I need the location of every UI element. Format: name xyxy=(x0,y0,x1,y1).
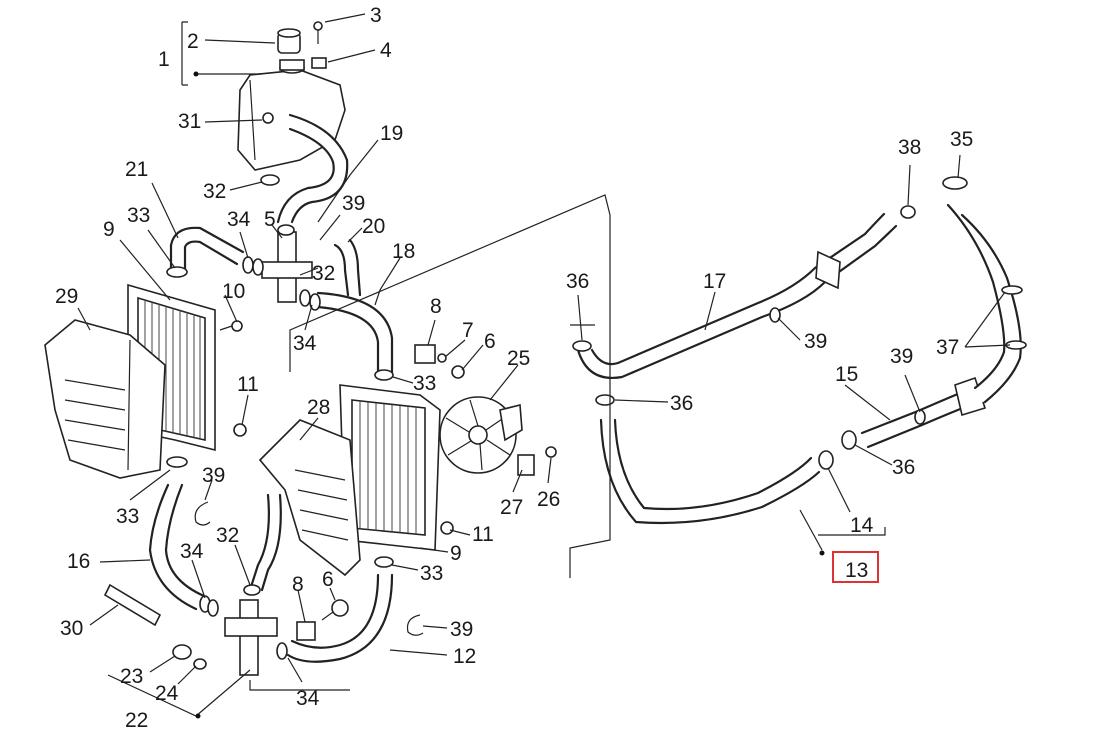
label-31: 31 xyxy=(178,110,201,133)
label-13: 13 xyxy=(845,559,868,582)
label-26: 26 xyxy=(537,488,560,511)
cooling-fan xyxy=(439,396,523,474)
label-25: 25 xyxy=(507,347,530,370)
seal-24 xyxy=(193,658,207,670)
plug-23 xyxy=(172,644,192,660)
label-24: 24 xyxy=(155,682,179,705)
label-32-a: 32 xyxy=(203,180,226,203)
label-8-lower: 8 xyxy=(292,573,304,596)
hose-18 xyxy=(310,291,394,380)
hose-32-small xyxy=(248,493,282,592)
label-19: 19 xyxy=(380,122,403,145)
label-37: 37 xyxy=(936,336,959,359)
label-30: 30 xyxy=(60,617,83,640)
label-32-c: 32 xyxy=(216,524,239,547)
upper-t-joint xyxy=(261,231,313,303)
label-11-left: 11 xyxy=(237,373,259,396)
label-20: 20 xyxy=(362,215,385,238)
label-23: 23 xyxy=(120,665,143,688)
label-39-e: 39 xyxy=(450,618,473,641)
right-radiator-shroud xyxy=(258,419,361,577)
leader-lines xyxy=(77,13,1011,719)
part-labels: 1 2 3 4 5 6 6 7 8 8 9 9 10 11 11 12 13 1… xyxy=(55,4,973,732)
washer-7 xyxy=(437,353,447,363)
label-12: 12 xyxy=(453,645,476,668)
highlight-box-13 xyxy=(832,551,879,583)
label-34-b: 34 xyxy=(293,332,317,355)
label-39-c: 39 xyxy=(890,345,913,368)
label-33-c: 33 xyxy=(116,505,139,528)
label-6-upper: 6 xyxy=(484,330,496,353)
label-32-b: 32 xyxy=(312,262,335,285)
hose-17 xyxy=(576,212,898,379)
screw-26 xyxy=(545,446,557,458)
label-2: 2 xyxy=(187,30,199,53)
label-9-right: 9 xyxy=(450,542,462,565)
hose-16 xyxy=(148,477,208,611)
tank-screw xyxy=(313,21,323,44)
screw-10 xyxy=(219,320,243,332)
label-14: 14 xyxy=(850,514,874,537)
label-5: 5 xyxy=(264,208,276,231)
label-39-a: 39 xyxy=(342,192,365,215)
hose-14 xyxy=(599,412,823,525)
label-33-d: 33 xyxy=(420,562,443,585)
label-15: 15 xyxy=(835,363,858,386)
label-8-upper: 8 xyxy=(430,295,442,318)
group-outline xyxy=(249,194,611,691)
label-34-c: 34 xyxy=(180,540,204,563)
label-36-c: 36 xyxy=(892,456,915,479)
bolt-6-lower xyxy=(321,599,349,621)
label-17: 17 xyxy=(703,270,726,293)
label-28: 28 xyxy=(307,396,330,419)
label-16: 16 xyxy=(67,550,90,573)
label-35: 35 xyxy=(950,128,973,151)
label-6-lower: 6 xyxy=(322,568,334,591)
clip-39-left xyxy=(194,501,211,526)
label-33-a: 33 xyxy=(127,204,150,227)
label-11-right: 11 xyxy=(472,523,494,546)
bolt-6-upper xyxy=(451,365,465,379)
label-9-left: 9 xyxy=(103,218,115,241)
label-7: 7 xyxy=(462,319,474,342)
clip-39-lower xyxy=(406,614,424,636)
label-27: 27 xyxy=(500,496,523,519)
right-radiator xyxy=(339,384,441,551)
clamps xyxy=(166,112,394,660)
bracket-8-lower xyxy=(296,621,316,641)
tank-cap xyxy=(277,28,301,54)
hose-21 xyxy=(169,226,248,280)
label-36-b: 36 xyxy=(670,392,693,415)
washer-11-left xyxy=(233,423,247,437)
label-10: 10 xyxy=(222,280,245,303)
lower-t-joint xyxy=(224,599,278,676)
label-4: 4 xyxy=(380,39,392,62)
label-29: 29 xyxy=(55,285,78,308)
label-18: 18 xyxy=(392,240,415,263)
foam-strip-30 xyxy=(103,583,162,627)
label-21: 21 xyxy=(125,158,148,181)
label-33-b: 33 xyxy=(413,372,436,395)
bracket-27 xyxy=(517,454,535,476)
label-3: 3 xyxy=(370,4,382,27)
label-36-a: 36 xyxy=(566,270,589,293)
label-38: 38 xyxy=(898,136,921,159)
label-34-d: 34 xyxy=(296,687,320,710)
label-39-d: 39 xyxy=(202,464,225,487)
hose-20 xyxy=(333,238,362,297)
label-22: 22 xyxy=(125,709,148,732)
washer-11-right xyxy=(440,521,454,535)
clamps-right xyxy=(572,176,1027,470)
tank-clip xyxy=(311,57,327,69)
label-34-a: 34 xyxy=(227,208,251,231)
label-39-b: 39 xyxy=(804,330,827,353)
left-radiator-shroud xyxy=(44,319,166,479)
hose-37 xyxy=(946,202,1022,404)
bracket-8-upper xyxy=(414,344,436,364)
label-1: 1 xyxy=(158,48,170,71)
hose-12 xyxy=(282,567,394,663)
